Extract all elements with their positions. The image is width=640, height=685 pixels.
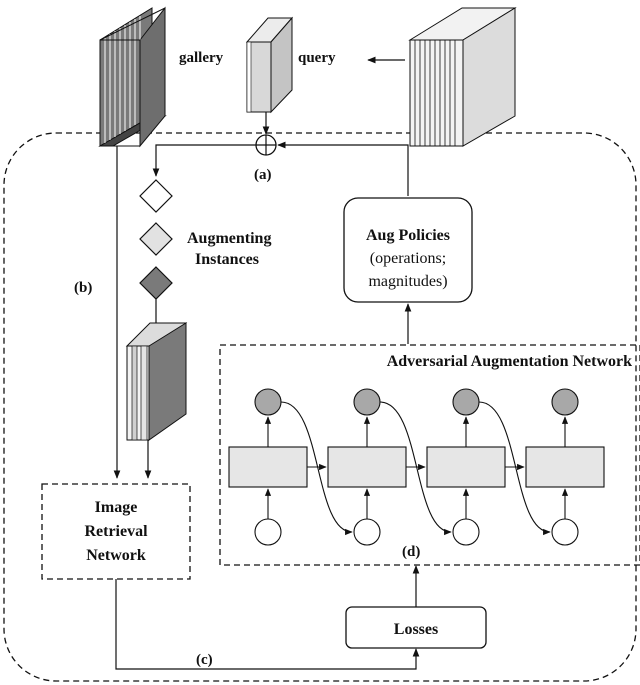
lstm-output-node xyxy=(551,388,579,416)
marker-d: (d) xyxy=(402,544,420,560)
lstm-output-node xyxy=(254,388,282,416)
lstm-controller xyxy=(228,388,605,546)
adversarial-augmentation-network-box xyxy=(219,344,640,566)
instance-diamond-dark xyxy=(139,266,173,300)
marker-a: (a) xyxy=(254,167,272,183)
instance-diamond-light xyxy=(139,222,173,256)
retrieval-label-line1: Image xyxy=(95,499,138,516)
augmenting-label-line2: Instances xyxy=(195,251,259,268)
lstm-input-node xyxy=(452,518,480,546)
augmented-query-stack xyxy=(408,7,517,147)
lstm-input-node xyxy=(353,518,381,546)
lstm-cell xyxy=(228,446,308,488)
augmented-batch-stack xyxy=(125,322,188,441)
gallery-label: gallery xyxy=(179,50,224,66)
retrieval-to-losses-arrow xyxy=(115,579,420,670)
adversarial-network-label: Adversarial Augmentation Network xyxy=(387,353,632,370)
marker-c: (c) xyxy=(196,652,213,668)
combine-to-instances-arrow xyxy=(152,144,256,177)
aug-policies-line3: magnitudes) xyxy=(368,273,447,290)
lstm-output-node xyxy=(452,388,480,416)
outer-framework-border xyxy=(3,132,637,682)
marker-b: (b) xyxy=(74,280,92,296)
losses-label: Losses xyxy=(394,621,438,638)
aug-policies-box xyxy=(343,197,473,303)
policies-to-combine-arrow xyxy=(277,141,409,196)
retrieval-label-line2: Retrieval xyxy=(84,523,148,540)
lstm-input-node xyxy=(254,518,282,546)
aug-policies-line2: (operations; xyxy=(370,250,446,267)
lstm-cell xyxy=(327,446,407,488)
lstm-cell xyxy=(525,446,605,488)
gallery-image-stack xyxy=(98,6,167,148)
instance-diamond-white xyxy=(139,179,173,213)
retrieval-label-line3: Network xyxy=(86,547,146,564)
augmenting-label-line1: Augmenting xyxy=(187,230,271,247)
lstm-cell xyxy=(426,446,506,488)
lstm-input-node xyxy=(551,518,579,546)
aug-policies-title: Aug Policies xyxy=(366,227,450,244)
lstm-output-node xyxy=(353,388,381,416)
query-image xyxy=(245,16,294,114)
image-retrieval-network-box xyxy=(41,483,191,580)
query-label: query xyxy=(298,50,336,66)
